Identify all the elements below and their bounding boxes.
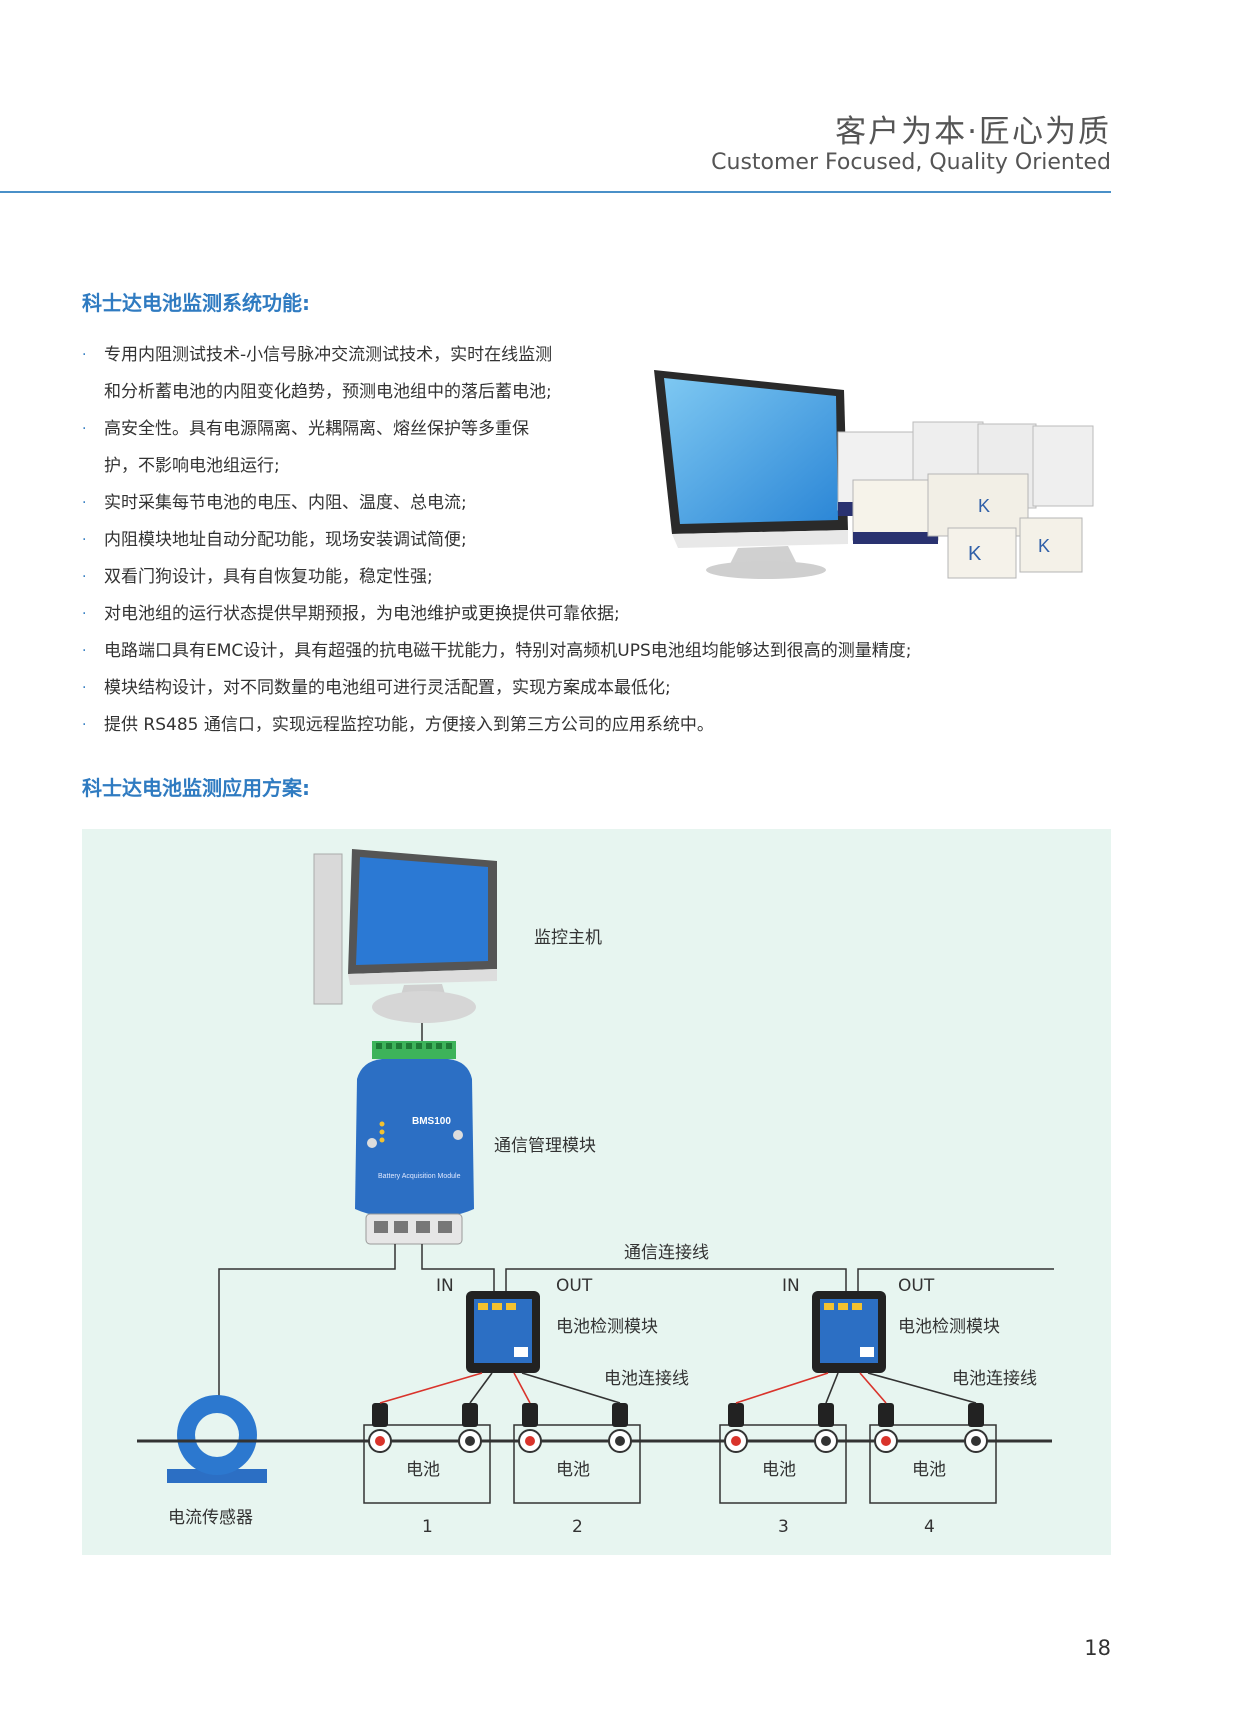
battery-detection-module-icon	[466, 1291, 540, 1373]
svg-text:K: K	[1038, 536, 1050, 556]
feature-text: 电路端口具有EMC设计，具有超强的抗电磁干扰能力，特别对高频机UPS电池组均能够…	[104, 641, 912, 661]
bms-subtitle-text: Battery Acquisition Module	[378, 1173, 461, 1180]
features-list: · 专用内阻测试技术-小信号脉冲交流测试技术，实时在线监测和分析蓄电池的内阻变化趋…	[82, 337, 912, 744]
in-label: IN	[436, 1276, 454, 1296]
bullet-icon: ·	[82, 606, 87, 622]
battery-number: 4	[924, 1517, 935, 1537]
battery-detection-module-icon	[812, 1291, 886, 1373]
bullet-icon: ·	[82, 717, 87, 733]
host-label: 监控主机	[534, 928, 602, 948]
feature-item: · 高安全性。具有电源隔离、光耦隔离、熔丝保护等多重保护，不影响电池组运行;	[82, 411, 912, 485]
out-label: OUT	[898, 1276, 935, 1296]
feature-item: · 模块结构设计，对不同数量的电池组可进行灵活配置，实现方案成本最低化;	[82, 670, 912, 707]
svg-text:K: K	[978, 496, 990, 516]
sensor-label: 电流传感器	[168, 1508, 253, 1528]
header-divider	[0, 191, 1111, 193]
feature-item: · 实时采集每节电池的电压、内阻、温度、总电流;	[82, 485, 912, 522]
application-diagram: BMS100 Battery Acquisition Module	[82, 829, 1111, 1555]
comm-wires	[218, 1244, 1054, 1399]
battery-wires	[379, 1372, 977, 1404]
comm-module-label: 通信管理模块	[494, 1136, 596, 1156]
feature-text-continued: 和分析蓄电池的内阻变化趋势，预测电池组中的落后蓄电池;	[104, 382, 552, 402]
in-label: IN	[782, 1276, 800, 1296]
monitor-icon	[654, 370, 848, 579]
bms-module-icon	[355, 1041, 474, 1245]
diagram-graphics: BMS100 Battery Acquisition Module	[137, 849, 1054, 1504]
feature-item: · 内阻模块地址自动分配功能，现场安装调试简便;	[82, 522, 912, 559]
comm-line-label: 通信连接线	[624, 1243, 709, 1263]
bullet-icon: ·	[82, 347, 87, 363]
bms-model-text: BMS100	[412, 1116, 451, 1127]
battery-line-label: 电池连接线	[952, 1369, 1037, 1389]
feature-text: 高安全性。具有电源隔离、光耦隔离、熔丝保护等多重保	[104, 419, 529, 439]
clip-icons	[372, 1403, 984, 1427]
bullet-icon: ·	[82, 569, 87, 585]
battery-line-label: 电池连接线	[604, 1369, 689, 1389]
battery-boxes	[363, 1424, 997, 1504]
bullet-icon: ·	[82, 680, 87, 696]
feature-item: · 对电池组的运行状态提供早期预报，为电池维护或更换提供可靠依据;	[82, 596, 912, 633]
features-section-title: 科士达电池监测系统功能:	[82, 291, 310, 315]
bullet-icon: ·	[82, 643, 87, 659]
bullet-icon: ·	[82, 532, 87, 548]
battery-label: 电池	[762, 1460, 796, 1480]
bullet-icon: ·	[82, 421, 87, 437]
battery-terminal-icons	[368, 1429, 988, 1453]
header-title-cn: 客户为本·匠心为质	[835, 114, 1111, 150]
battery-number: 1	[422, 1517, 433, 1537]
battery-cluster-icon: K K K	[837, 421, 1094, 579]
feature-text: 提供 RS485 通信口，实现远程监控功能，方便接入到第三方公司的应用系统中。	[104, 715, 714, 735]
battery-label: 电池	[556, 1460, 590, 1480]
svg-text:K: K	[968, 543, 982, 565]
detect-module-label: 电池检测模块	[556, 1317, 658, 1337]
application-section-title: 科士达电池监测应用方案:	[82, 776, 310, 800]
battery-number: 2	[572, 1517, 583, 1537]
detect-module-label: 电池检测模块	[898, 1317, 1000, 1337]
feature-item: · 专用内阻测试技术-小信号脉冲交流测试技术，实时在线监测和分析蓄电池的内阻变化趋…	[82, 337, 912, 411]
feature-item: · 双看门狗设计，具有自恢复功能，稳定性强;	[82, 559, 912, 596]
monitor-and-batteries-illustration: K K K	[654, 370, 1094, 579]
out-label: OUT	[556, 1276, 593, 1296]
page-number: 18	[1084, 1636, 1111, 1660]
feature-item: · 电路端口具有EMC设计，具有超强的抗电磁干扰能力，特别对高频机UPS电池组均能…	[82, 633, 912, 670]
bullet-icon: ·	[82, 495, 87, 511]
battery-label: 电池	[406, 1460, 440, 1480]
header-title-en: Customer Focused, Quality Oriented	[711, 150, 1111, 175]
feature-item: · 提供 RS485 通信口，实现远程监控功能，方便接入到第三方公司的应用系统中。	[82, 707, 912, 744]
feature-text: 内阻模块地址自动分配功能，现场安装调试简便;	[104, 530, 467, 550]
feature-text: 双看门狗设计，具有自恢复功能，稳定性强;	[104, 567, 433, 587]
computer-icon	[313, 849, 497, 1023]
feature-text-continued: 护，不影响电池组运行;	[104, 456, 280, 476]
battery-number: 3	[778, 1517, 789, 1537]
feature-text: 对电池组的运行状态提供早期预报，为电池维护或更换提供可靠依据;	[104, 604, 620, 624]
feature-text: 模块结构设计，对不同数量的电池组可进行灵活配置，实现方案成本最低化;	[104, 678, 671, 698]
current-sensor-icon	[137, 1395, 292, 1483]
feature-text: 实时采集每节电池的电压、内阻、温度、总电流;	[104, 493, 467, 513]
battery-label: 电池	[912, 1460, 946, 1480]
feature-text: 专用内阻测试技术-小信号脉冲交流测试技术，实时在线监测	[104, 345, 553, 365]
